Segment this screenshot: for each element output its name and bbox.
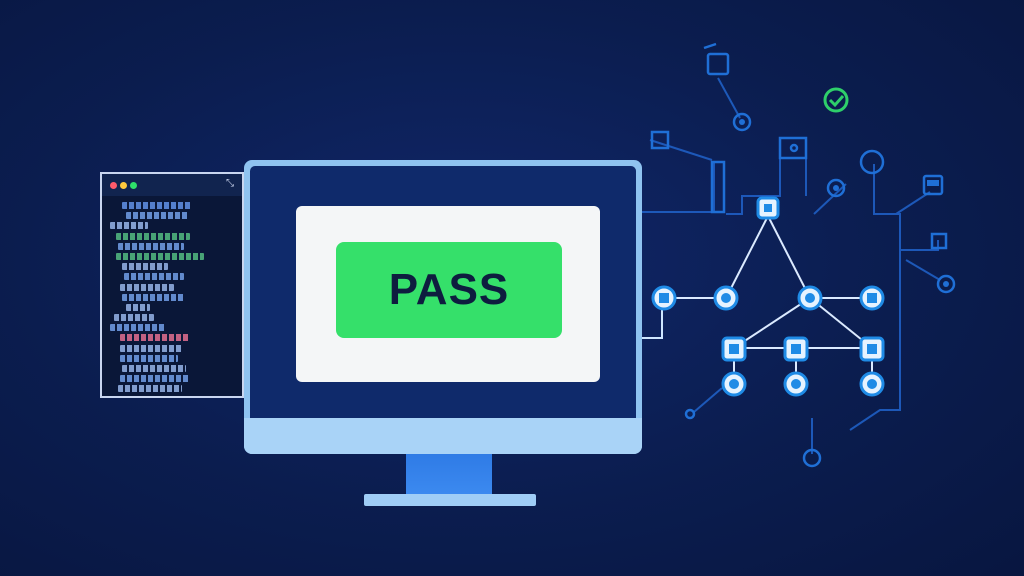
expand-icon: ⤡: [226, 178, 234, 189]
monitor-bezel: [244, 418, 642, 454]
graph-node: [859, 371, 885, 397]
code-line: [118, 242, 184, 250]
code-editor-titlebar: ⤡: [102, 174, 242, 196]
minimize-dot-icon: [120, 182, 127, 189]
graph-node: [651, 285, 677, 311]
monitor: PASS: [244, 160, 642, 454]
graph-node: [859, 336, 885, 362]
code-line: [122, 202, 192, 209]
code-content: [102, 196, 242, 396]
graph-node: [721, 371, 747, 397]
code-line: [118, 385, 182, 393]
code-line: [122, 293, 184, 301]
graph-node: [783, 371, 809, 397]
code-line: [122, 263, 168, 271]
code-line: [110, 222, 148, 230]
code-line: [120, 354, 178, 362]
graph-node: [859, 285, 885, 311]
code-line: [120, 395, 172, 396]
code-line: [120, 344, 182, 352]
code-line: [126, 212, 188, 220]
code-line: [126, 303, 150, 311]
code-line: [124, 273, 184, 281]
graph-node: [713, 285, 739, 311]
check-circle-icon: [823, 87, 849, 113]
code-line: [110, 324, 166, 332]
code-line: [122, 365, 186, 372]
maximize-dot-icon: [130, 182, 137, 189]
monitor-stand-base: [364, 494, 536, 506]
graph-nodes: [651, 196, 885, 397]
code-line: [120, 283, 174, 291]
monitor-stand-neck: [406, 454, 492, 496]
graph-node: [721, 336, 747, 362]
code-line: [120, 375, 190, 383]
graph-node: [783, 336, 809, 362]
code-line: [114, 314, 154, 322]
code-editor-window: ⤡: [100, 172, 244, 398]
result-dialog: PASS: [296, 206, 600, 382]
close-dot-icon: [110, 182, 117, 189]
graph-node: [797, 285, 823, 311]
code-line: [120, 334, 190, 342]
code-line: [116, 232, 190, 240]
pass-status-badge: PASS: [336, 242, 562, 338]
code-line: [116, 252, 204, 260]
monitor-screen: PASS: [250, 166, 636, 418]
graph-node: [756, 196, 780, 220]
